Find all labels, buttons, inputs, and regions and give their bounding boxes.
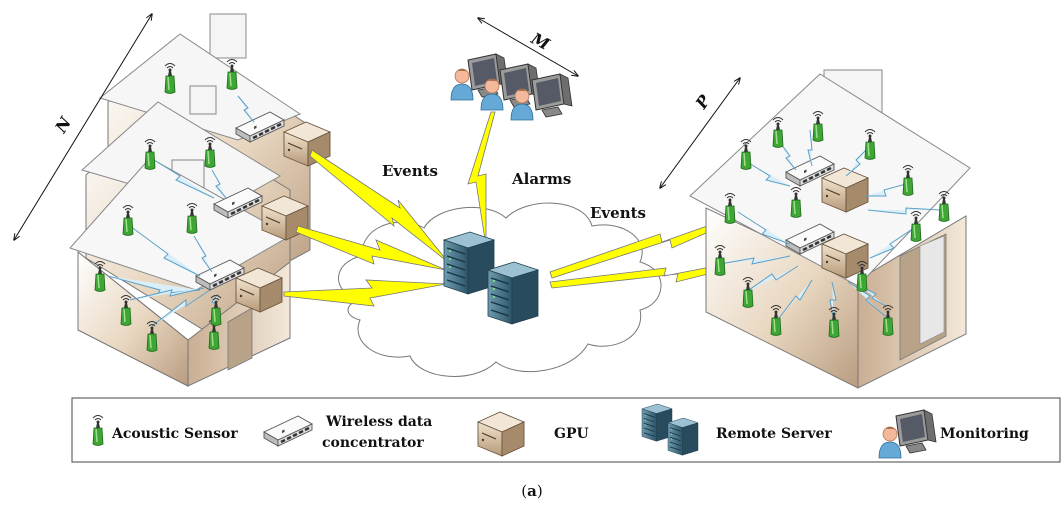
alarms-label: Alarms <box>511 170 571 188</box>
caption-close: ) <box>537 482 543 500</box>
n-dimension-arrow <box>14 14 152 240</box>
monitor-3 <box>531 73 573 118</box>
p-dimension-arrow <box>660 78 740 188</box>
caption-letter: a <box>527 482 537 500</box>
m-dimension-arrow <box>478 18 578 76</box>
legend-monitoring: Monitoring <box>940 426 1029 442</box>
n-label: N <box>51 112 76 136</box>
p-label: P <box>691 91 715 113</box>
legend-wireless-line1: Wireless data <box>325 414 432 430</box>
left-houses-group: N <box>14 14 331 387</box>
right-wireless-links <box>719 129 941 323</box>
legend-gpu: GPU <box>554 426 589 442</box>
monitoring-group: M <box>450 18 578 121</box>
events-label-left: Events <box>382 162 438 180</box>
lightning-front-house <box>283 279 447 307</box>
right-facility: P <box>660 69 971 389</box>
legend-remote-server: Remote Server <box>716 426 832 442</box>
lightning-links <box>283 111 821 307</box>
lightning-middle-house <box>295 225 447 271</box>
legend-acoustic-sensor: Acoustic Sensor <box>111 426 238 442</box>
lightning-back-house <box>309 149 449 263</box>
caption-open: ( <box>521 482 527 500</box>
m-label: M <box>527 28 554 54</box>
lightning-monitoring <box>467 111 496 247</box>
legend-wireless-line2: concentrator <box>322 435 424 451</box>
figure-caption: (a) <box>521 482 542 500</box>
events-label-right: Events <box>590 204 646 222</box>
legend: Acoustic Sensor Wireless data concentrat… <box>71 397 1061 463</box>
